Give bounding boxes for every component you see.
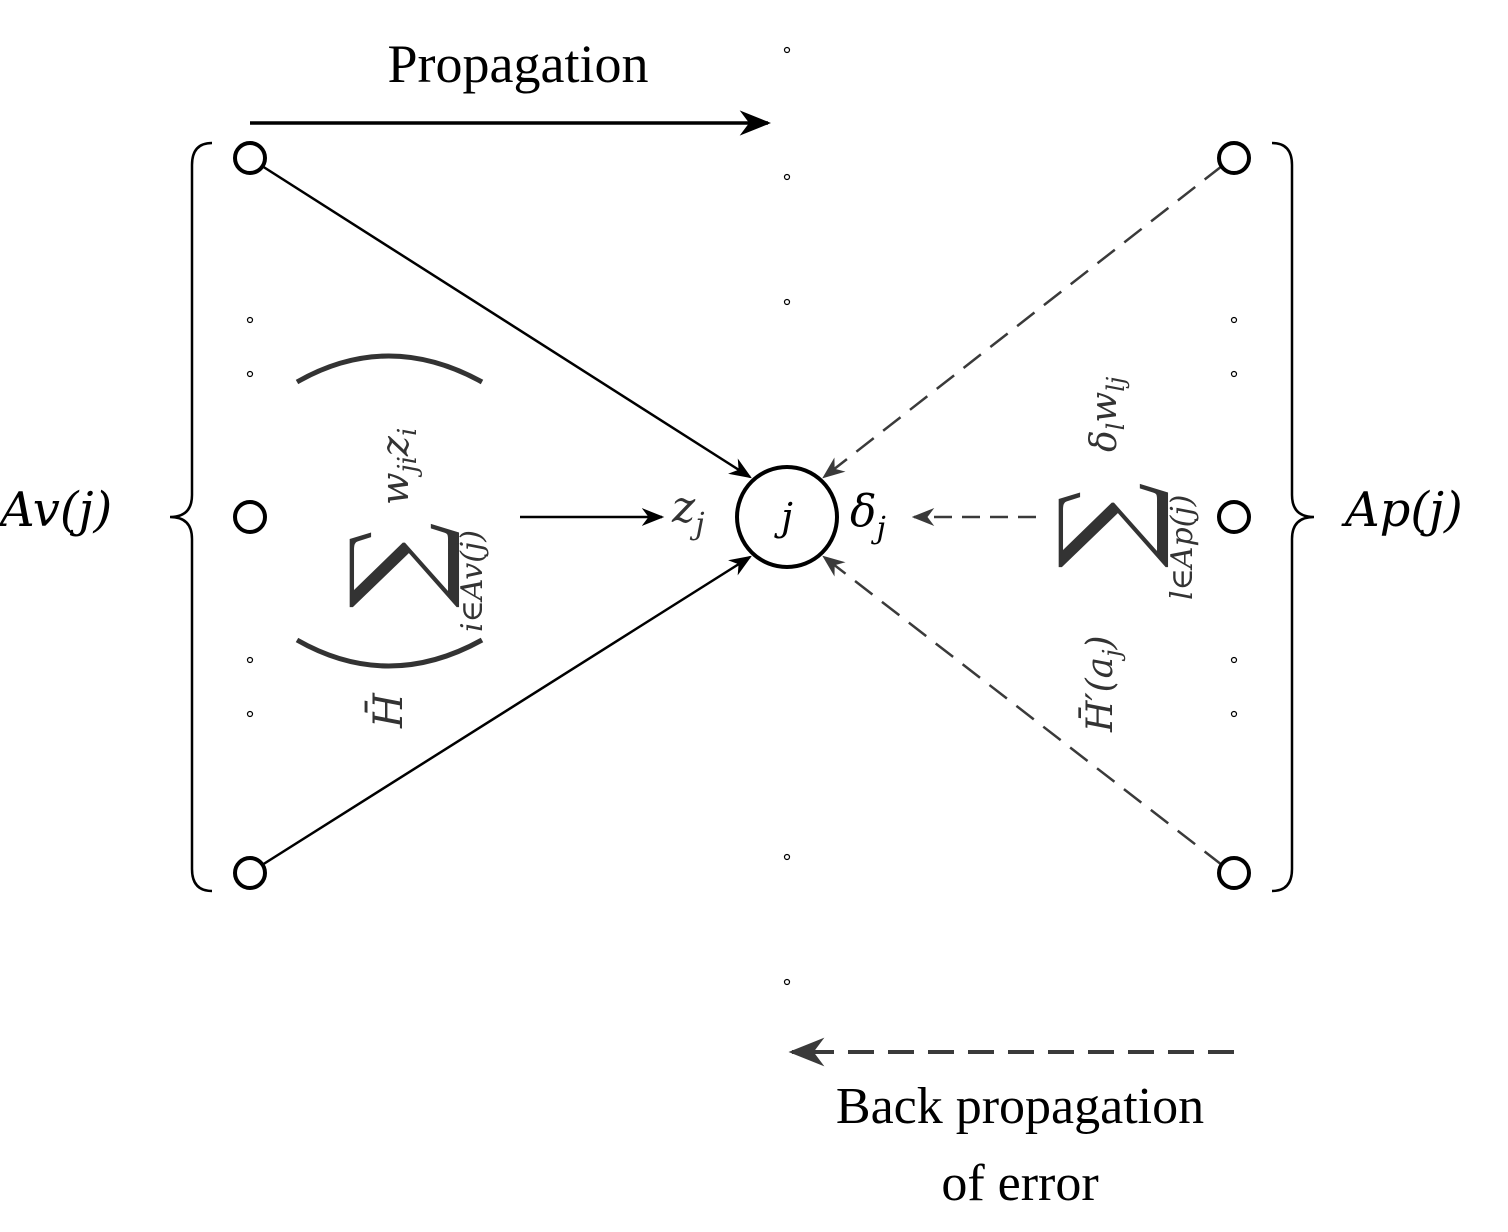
- forward-sum-formula: H̄ ∑ i∈Av(j) wjizi: [295, 353, 490, 729]
- output-node-bottom: [1217, 856, 1251, 890]
- ap-set-label: Ap(j): [1341, 482, 1463, 538]
- sum-symbol: ∑: [326, 522, 465, 608]
- sum-index: l∈Ap(j): [1165, 495, 1200, 600]
- z-j-label: zj: [671, 482, 705, 542]
- sum-term: δlwlj: [1084, 376, 1130, 452]
- sum-symbol: ∑: [1035, 482, 1174, 568]
- av-set-label: Av(j): [0, 482, 112, 538]
- sum-index: i∈Av(j): [455, 530, 490, 632]
- center-node-j: [735, 465, 839, 569]
- activation-h-bar: H̄: [365, 692, 412, 729]
- propagation-label: Propagation: [388, 34, 649, 94]
- input-node-middle: [233, 500, 267, 534]
- output-node-middle: [1217, 500, 1251, 534]
- input-node-top: [233, 141, 267, 175]
- delta-j-label: δj: [850, 486, 886, 546]
- edge-output-top: [822, 165, 1223, 479]
- left-paren: [295, 637, 484, 669]
- output-node-top: [1217, 141, 1251, 175]
- input-node-bottom: [233, 856, 267, 890]
- right-paren: [295, 353, 484, 385]
- derivative-h-bar: H̄′(aj): [1078, 635, 1126, 733]
- edge-input-top: [261, 164, 752, 479]
- back-propagation-label-line2: of error: [941, 1155, 1098, 1212]
- ellipsis-dots: [246, 46, 1238, 986]
- back-propagation-label: Back propagation: [836, 1078, 1204, 1135]
- edge-input-bottom: [261, 555, 752, 867]
- edge-output-bottom: [822, 555, 1223, 866]
- right-brace: [1271, 141, 1315, 893]
- sum-term: wjizi: [373, 428, 423, 505]
- left-brace: [169, 141, 213, 893]
- backward-sum-formula: H̄′(aj) ∑ l∈Ap(j) δlwlj: [1035, 376, 1200, 733]
